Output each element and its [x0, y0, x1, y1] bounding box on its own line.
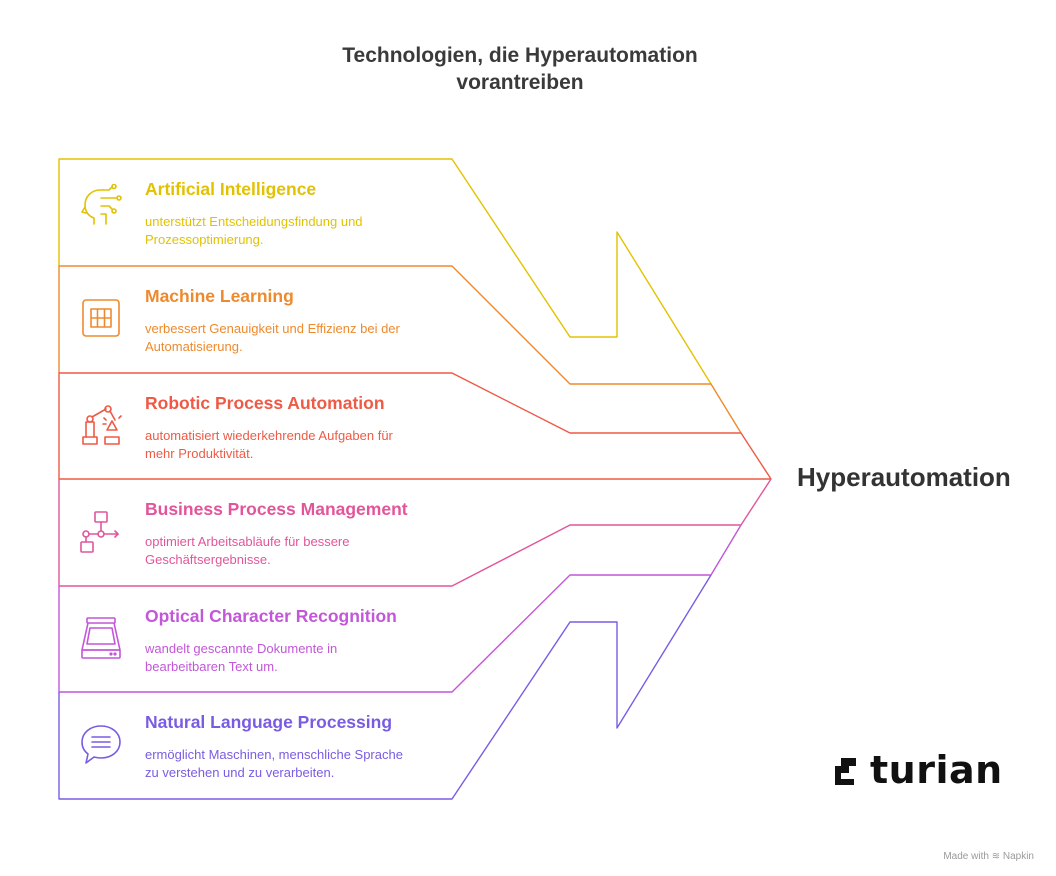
item-title-ocr: Optical Character Recognition	[145, 606, 397, 626]
item-desc-bpm-line2: Geschäftsergebnisse.	[145, 552, 271, 567]
turian-logo-icon	[835, 758, 856, 785]
flowchart-icon	[80, 511, 119, 553]
item-desc-rpa-line2: mehr Produktivität.	[145, 446, 254, 461]
item-outline-nlp	[58, 574, 712, 800]
napkin-icon: ≋	[991, 851, 1001, 862]
robot-arm-icon	[82, 405, 122, 445]
item-desc-nlp-line1: ermöglicht Maschinen, menschliche Sprach…	[145, 747, 403, 762]
made-with-napkin: Made with ≋ Napkin	[943, 851, 1034, 862]
item-desc-ml-line2: Automatisierung.	[145, 339, 243, 354]
item-desc-ocr-line1: wandelt gescannte Dokumente in	[145, 641, 338, 656]
item-title-bpm: Business Process Management	[145, 499, 408, 519]
made-with-label: Made with	[943, 851, 989, 862]
item-desc-nlp: ermöglicht Maschinen, menschliche Sprach…	[145, 746, 455, 782]
scanner-icon	[81, 617, 121, 659]
grid-icon	[82, 299, 120, 337]
item-outline-ml	[58, 265, 742, 434]
item-outline-bpm	[58, 478, 772, 587]
ai-head-icon	[81, 184, 122, 225]
item-desc-bpm-line1: optimiert Arbeitsabläufe für bessere	[145, 534, 350, 549]
speech-bubble-icon	[81, 725, 121, 764]
page-title: Technologien, die Hyperautomation vorant…	[0, 42, 1040, 96]
turian-logo: turian	[832, 744, 1003, 796]
item-desc-ocr: wandelt gescannte Dokumente in bearbeitb…	[145, 640, 455, 676]
item-desc-rpa: automatisiert wiederkehrende Aufgaben fü…	[145, 427, 455, 463]
item-desc-ml-line1: verbessert Genauigkeit und Effizienz bei…	[145, 321, 400, 336]
item-desc-ml: verbessert Genauigkeit und Effizienz bei…	[145, 320, 455, 356]
item-desc-bpm: optimiert Arbeitsabläufe für bessere Ges…	[145, 533, 455, 569]
item-title-rpa: Robotic Process Automation	[145, 393, 385, 413]
napkin-brand: Napkin	[1002, 851, 1034, 862]
item-desc-nlp-line2: zu verstehen und zu verarbeiten.	[145, 765, 335, 780]
item-desc-ai: unterstützt Entscheidungsfindung und Pro…	[145, 213, 455, 249]
turian-logo-text: turian	[870, 748, 1003, 792]
item-desc-ai-line1: unterstützt Entscheidungsfindung und	[145, 214, 363, 229]
item-title-ml: Machine Learning	[145, 286, 294, 306]
item-title-nlp: Natural Language Processing	[145, 712, 393, 732]
item-desc-ocr-line2: bearbeitbaren Text um.	[145, 659, 278, 674]
item-desc-rpa-line1: automatisiert wiederkehrende Aufgaben fü…	[145, 428, 393, 443]
target-label: Hyperautomation	[797, 462, 1011, 492]
item-title-ai: Artificial Intelligence	[145, 179, 317, 199]
page-title-line2: vorantreiben	[456, 71, 584, 94]
item-outline-rpa	[58, 372, 772, 480]
page-title-line1: Technologien, die Hyperautomation	[342, 44, 698, 67]
item-desc-ai-line2: Prozessoptimierung.	[145, 232, 264, 247]
item-outline-ocr	[58, 524, 742, 693]
item-outline-ai	[58, 158, 712, 385]
